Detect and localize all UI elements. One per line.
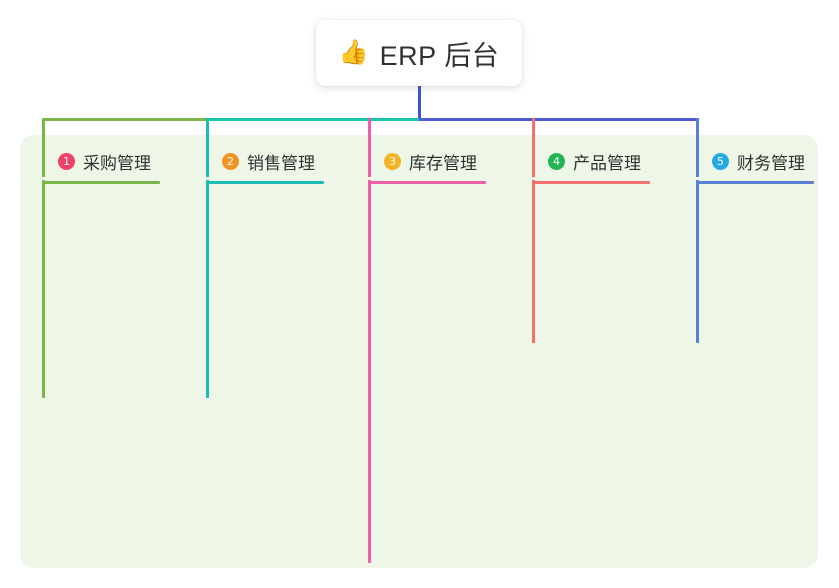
branch-badge-3: 3 [384,152,401,170]
branch-header-3[interactable]: 3 库存管理 [362,148,486,174]
branch-badge-4: 4 [548,152,565,170]
branch-spine-4 [532,180,535,343]
root-node-content: 👍 ERP 后台 [339,34,499,73]
branch-header-2[interactable]: 2 销售管理 [200,148,324,174]
branch-spine-2 [206,180,209,398]
column-drop-line-5 [696,118,699,177]
branch-header-1[interactable]: 1 采购管理 [36,148,160,174]
root-stem-line [418,86,421,118]
root-node-title: ERP 后台 [379,40,500,71]
branch-header-5[interactable]: 5 财务管理 [690,148,814,174]
branch-spine-5 [696,180,699,343]
root-node[interactable]: 👍 ERP 后台 [316,20,522,86]
trunk-segment-1 [42,118,206,121]
branch-badge-1: 1 [58,152,75,170]
branch-title-5: 财务管理 [737,153,805,173]
thumbs-up-icon: 👍 [338,39,369,66]
branch-header-4[interactable]: 4 产品管理 [526,148,650,174]
branch-title-1: 采购管理 [83,153,151,173]
branch-column-1: 1 采购管理 [36,148,160,184]
branch-column-2: 2 销售管理 [200,148,324,184]
branch-underline-4 [532,181,650,184]
column-drop-line-2 [206,118,209,177]
branch-title-4: 产品管理 [573,153,641,173]
branch-spine-1 [42,180,45,398]
trunk-segment-2 [206,118,419,121]
branch-underline-3 [368,181,486,184]
branches-panel [20,135,818,568]
branch-spine-3 [368,180,371,563]
branch-column-5: 5 财务管理 [690,148,814,184]
branch-column-4: 4 产品管理 [526,148,650,184]
branch-title-3: 库存管理 [409,153,477,173]
branch-title-2: 销售管理 [247,153,315,173]
column-drop-line-1 [42,118,45,177]
branch-badge-5: 5 [712,152,729,170]
column-drop-line-3 [368,118,371,177]
branch-badge-2: 2 [222,152,239,170]
branch-underline-2 [206,181,324,184]
branch-underline-1 [42,181,160,184]
trunk-segment-3 [419,118,699,121]
branch-column-3: 3 库存管理 [362,148,486,184]
column-drop-line-4 [532,118,535,177]
branch-underline-5 [696,181,814,184]
